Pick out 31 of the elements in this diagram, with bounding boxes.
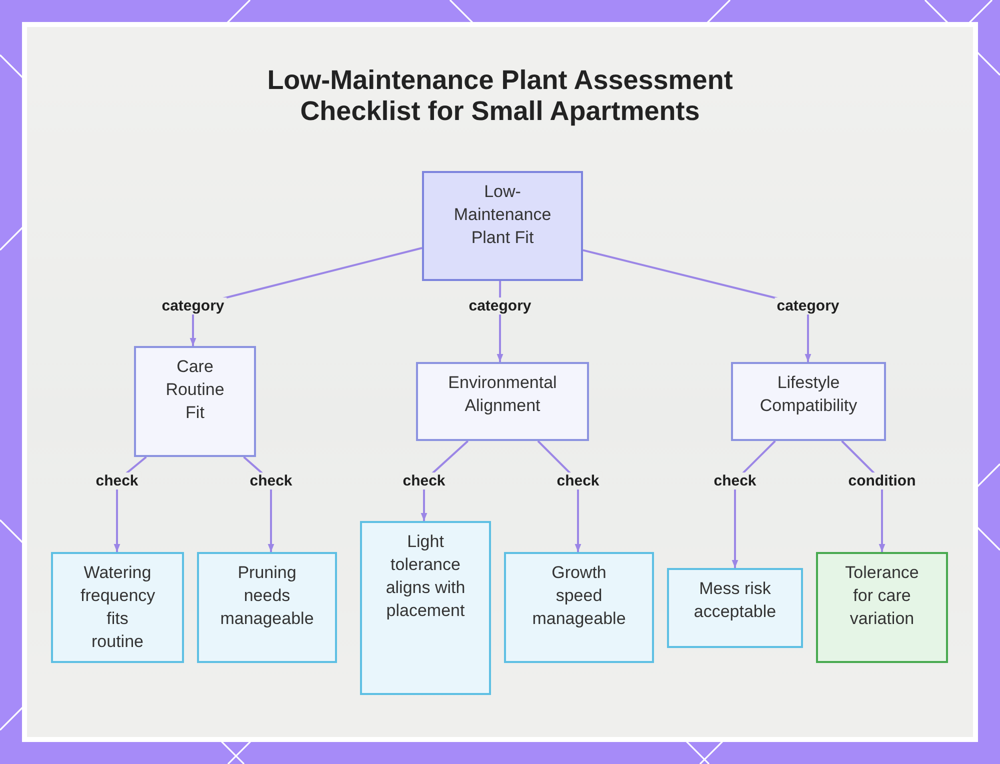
criterion-box: [197, 552, 337, 663]
category-box: [416, 362, 589, 441]
node-label: Growth speed manageable: [531, 562, 627, 630]
criterion-box: [51, 552, 184, 663]
node-label: Environmental Alignment: [447, 372, 558, 417]
node-label: Low-Maintenance Plant Fit: [452, 181, 552, 249]
node-label: Watering frequency fits routine: [80, 562, 154, 653]
edge-label: check: [94, 472, 140, 490]
node-label: Lifestyle Compatibility: [758, 372, 858, 417]
condition-box: [816, 552, 948, 663]
edge-label: check: [554, 472, 602, 490]
edge-label: check: [712, 472, 758, 490]
edge-label: check: [248, 472, 294, 490]
node-label: Light tolerance aligns with placement: [384, 531, 466, 622]
edge-label: category: [774, 298, 842, 314]
diagram-title: Low-Maintenance Plant Assessment Checklist for Small Apartments: [266, 65, 734, 127]
root-box: [422, 171, 583, 281]
criterion-box: [667, 568, 803, 648]
edge-label: condition: [846, 472, 918, 490]
criterion-box: [360, 521, 491, 695]
category-box: [134, 346, 256, 457]
node-label: Care Routine Fit: [164, 356, 226, 424]
category-box: [731, 362, 886, 441]
edge-label: category: [160, 298, 226, 314]
node-label: Tolerance for care variation: [844, 562, 920, 630]
node-label: Pruning needs manageable: [219, 562, 315, 630]
criterion-box: [504, 552, 654, 663]
connector-arrow: [732, 440, 776, 568]
edge-label: category: [466, 298, 534, 314]
node-label: Mess risk acceptable: [692, 578, 778, 623]
edge-label: check: [400, 472, 448, 490]
